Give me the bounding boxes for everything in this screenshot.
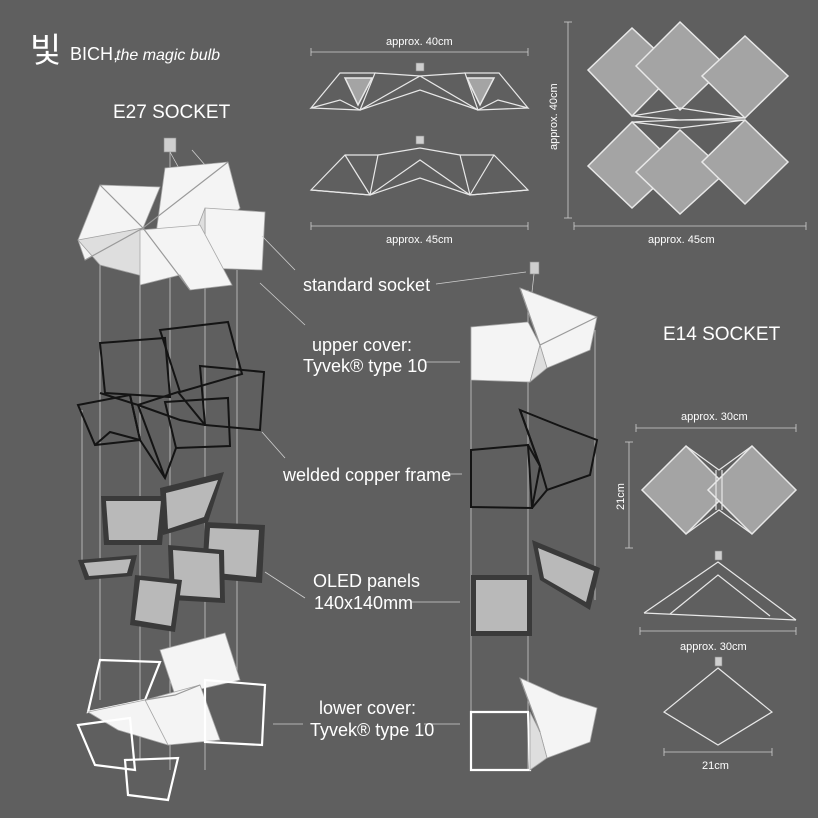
e14-assembly bbox=[469, 261, 600, 772]
e14-heading: E14 SOCKET bbox=[663, 324, 781, 345]
label-lower-cover-2: Tyvek® type 10 bbox=[310, 720, 434, 740]
dim-plan-height: approx. 40cm bbox=[548, 83, 560, 150]
label-upper-cover-2: Tyvek® type 10 bbox=[303, 356, 427, 376]
label-lower-cover-1: lower cover: bbox=[319, 698, 416, 718]
title-tagline: the magic bulb bbox=[116, 47, 220, 64]
elevation-lower bbox=[309, 135, 530, 230]
dim-plan-width: approx. 45cm bbox=[648, 234, 715, 246]
e14-socket-icon bbox=[529, 261, 540, 275]
plan-view bbox=[564, 20, 807, 230]
dim-e14-width-mid: approx. 30cm bbox=[680, 641, 747, 653]
leader-lines bbox=[191, 149, 527, 725]
dim-top-width-a: approx. 40cm bbox=[386, 36, 453, 48]
dim-e14-width-top: approx. 30cm bbox=[681, 411, 748, 423]
dim-e14-height: 21cm bbox=[615, 483, 627, 510]
dim-e14-width-bottom: 21cm bbox=[702, 760, 729, 772]
e27-heading: E27 SOCKET bbox=[113, 102, 231, 123]
title-korean: 빛 bbox=[30, 32, 61, 70]
label-standard-socket: standard socket bbox=[303, 275, 430, 295]
label-oled-2: 140x140mm bbox=[314, 593, 413, 613]
title-name: BICH, bbox=[70, 44, 118, 64]
dim-top-width-b: approx. 45cm bbox=[386, 234, 453, 246]
e27-assembly bbox=[76, 137, 267, 802]
e27-socket-icon bbox=[163, 137, 177, 153]
e27-oled-panels bbox=[78, 472, 265, 632]
elevation-upper bbox=[309, 48, 530, 111]
label-upper-cover-1: upper cover: bbox=[312, 335, 412, 355]
label-copper-frame: welded copper frame bbox=[282, 465, 451, 485]
e14-details bbox=[625, 424, 798, 756]
label-oled-1: OLED panels bbox=[313, 571, 420, 591]
